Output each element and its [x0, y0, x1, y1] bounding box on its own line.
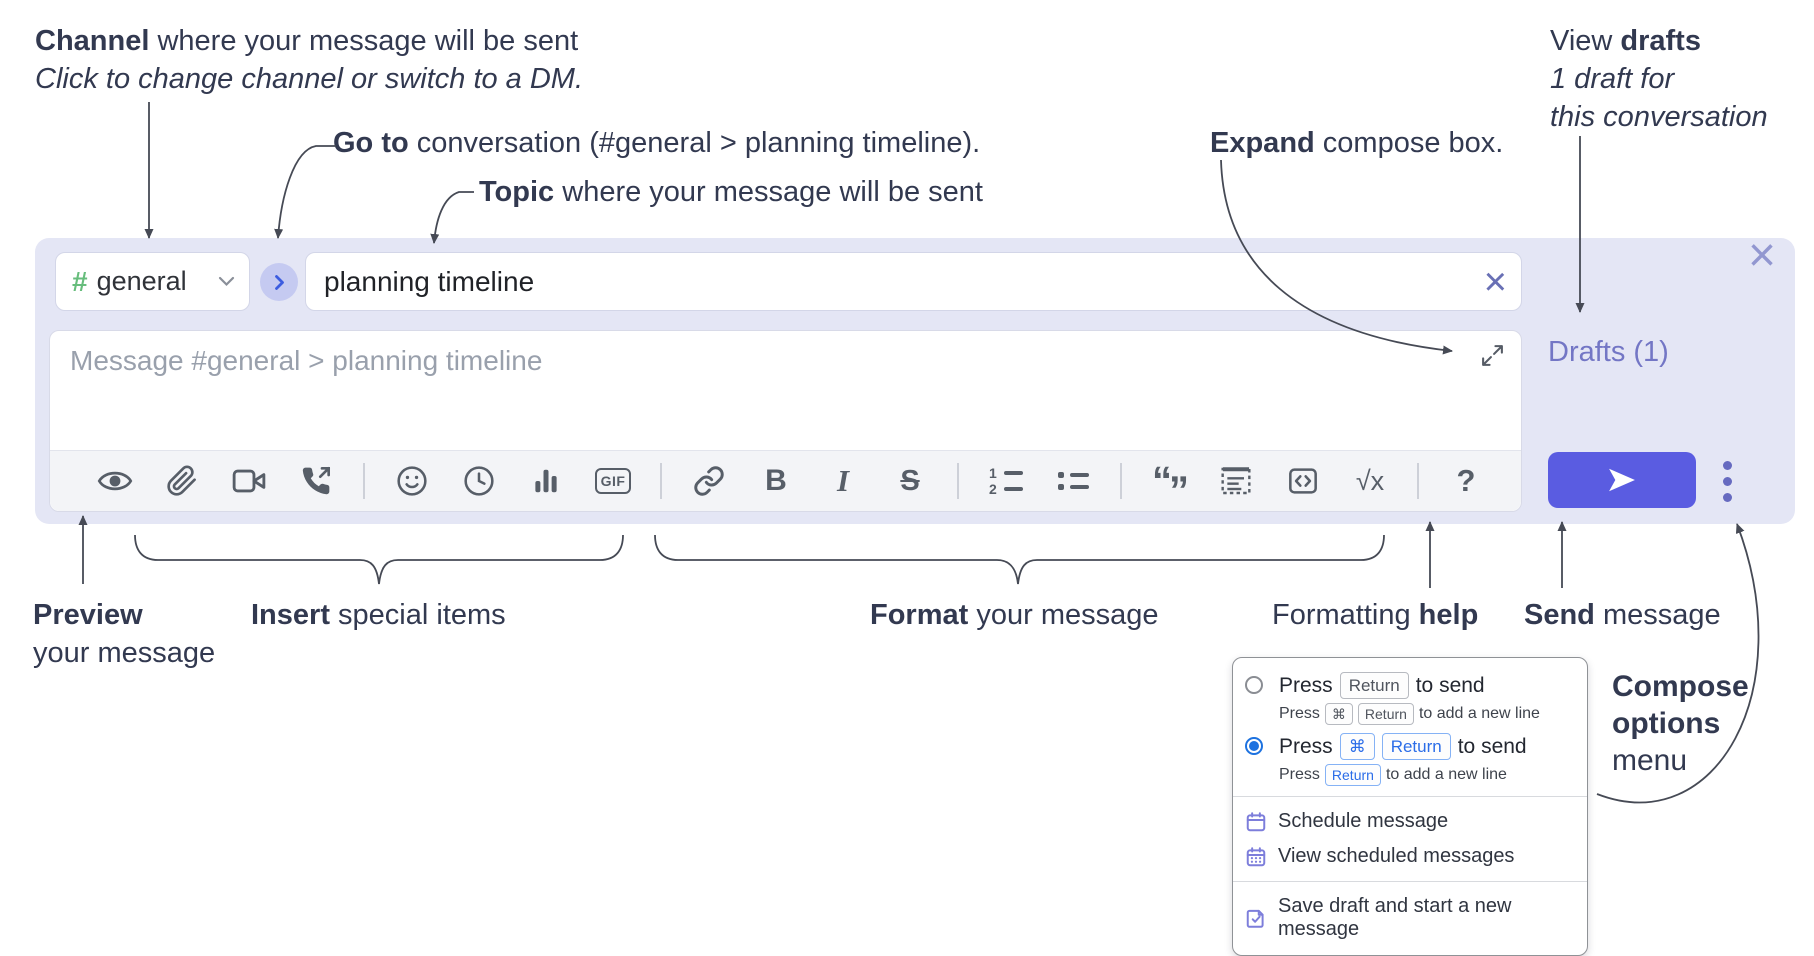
channel-name: general	[96, 266, 187, 296]
channel-note-line2: Click to change channel or switch to a D…	[35, 63, 584, 95]
numbered-list-icon[interactable]: 1 2	[986, 459, 1026, 503]
send-button[interactable]	[1548, 452, 1696, 508]
emoji-icon[interactable]	[392, 459, 432, 503]
formatting-help-icon[interactable]: ?	[1456, 463, 1476, 498]
kbd-return: Return	[1324, 764, 1381, 786]
clear-topic-icon[interactable]: ×	[1483, 259, 1507, 304]
poll-icon[interactable]	[526, 459, 566, 503]
link-icon[interactable]	[689, 459, 729, 503]
compose-box: # general planning timeline × Message #g…	[35, 232, 1795, 524]
kebab-dot	[1723, 493, 1732, 502]
kbd-return: Return	[1357, 703, 1414, 725]
message-placeholder: Message #general > planning timeline	[70, 345, 543, 376]
bulleted-list-icon[interactable]	[1053, 459, 1093, 503]
italic-icon[interactable]: I	[836, 463, 850, 498]
save-draft-icon	[1246, 909, 1264, 928]
format-brace	[654, 534, 1385, 585]
calendar-dots-icon	[1246, 846, 1266, 866]
menu-option-return-to-send[interactable]: Press Return to send Press ⌘ Return to a…	[1233, 667, 1587, 728]
attach-file-icon[interactable]	[162, 459, 202, 503]
format-note: Format your message	[870, 599, 1159, 631]
send-note: Send message	[1524, 599, 1721, 631]
topic-input[interactable]: planning timeline ×	[305, 252, 1522, 311]
compose-options-menu: Press Return to send Press ⌘ Return to a…	[1232, 657, 1588, 956]
preview-eye-icon[interactable]	[95, 459, 135, 503]
menu-item-view-scheduled-messages[interactable]: View scheduled messages	[1233, 839, 1587, 874]
kbd-cmd: ⌘	[1339, 733, 1375, 760]
math-icon[interactable]: √x	[1355, 465, 1385, 496]
chevron-down-icon	[218, 276, 235, 287]
preview-note: Preview your message	[33, 599, 216, 669]
toolbar-divider	[957, 463, 959, 499]
toolbar-divider	[363, 463, 365, 499]
channel-note-bold: Channel	[35, 25, 150, 57]
audio-call-icon[interactable]	[296, 459, 336, 503]
gif-icon[interactable]: GIF	[593, 459, 633, 503]
radio-selected-icon[interactable]	[1245, 737, 1263, 755]
close-compose-icon[interactable]: ×	[1748, 229, 1777, 282]
toolbar-divider	[1417, 463, 1419, 499]
view-drafts-note: View drafts 1 draft for this conversatio…	[1550, 25, 1768, 133]
bold-icon[interactable]: B	[765, 464, 787, 497]
calendar-icon	[1246, 811, 1266, 831]
channel-hash-icon: #	[72, 265, 88, 297]
channel-note: Channel where your message will be sent …	[35, 22, 583, 98]
time-icon[interactable]	[459, 459, 499, 503]
drafts-link[interactable]: Drafts (1)	[1548, 336, 1669, 368]
formatting-help-note: Formatting help	[1272, 599, 1479, 631]
expand-compose-icon[interactable]	[1480, 343, 1505, 373]
kbd-return: Return	[1381, 733, 1451, 760]
kebab-dot	[1723, 477, 1732, 486]
spoiler-icon[interactable]	[1216, 459, 1256, 503]
message-box[interactable]: Message #general > planning timeline	[49, 330, 1522, 512]
video-call-icon[interactable]	[229, 459, 269, 503]
topic-note: Topic where your message will be sent	[479, 176, 983, 208]
menu-divider	[1233, 796, 1587, 797]
compose-toolbar: GIF B I S 1 2 “”	[50, 450, 1521, 511]
radio-unselected-icon[interactable]	[1245, 676, 1263, 694]
kbd-cmd: ⌘	[1324, 703, 1353, 725]
go-to-conversation-button[interactable]	[260, 263, 298, 301]
topic-arrow	[430, 191, 474, 244]
insert-brace	[134, 534, 624, 585]
kbd-return: Return	[1339, 672, 1409, 699]
toolbar-divider	[1120, 463, 1122, 499]
menu-item-schedule-message[interactable]: Schedule message	[1233, 804, 1587, 839]
insert-note: Insert special items	[251, 599, 506, 631]
compose-options-menu-button[interactable]	[1723, 461, 1732, 502]
compose-options-note: Compose options menu	[1612, 670, 1749, 777]
channel-selector[interactable]: # general	[55, 252, 250, 311]
topic-value: planning timeline	[324, 265, 535, 297]
menu-option-cmd-return-to-send[interactable]: Press ⌘ Return to send Press Return to a…	[1233, 728, 1587, 789]
kebab-dot	[1723, 461, 1732, 470]
send-icon	[1609, 468, 1635, 492]
goto-arrow	[274, 145, 336, 239]
channel-note-rest: where your message will be sent	[149, 25, 579, 57]
toolbar-divider	[660, 463, 662, 499]
goto-note: Go to conversation (#general > planning …	[333, 127, 981, 159]
menu-divider	[1233, 881, 1587, 882]
chevron-right-icon	[274, 274, 284, 290]
code-icon[interactable]	[1283, 459, 1323, 503]
expand-note: Expand compose box.	[1210, 127, 1504, 159]
quote-icon[interactable]: “”	[1152, 459, 1189, 513]
strikethrough-icon[interactable]: S	[900, 464, 920, 497]
menu-item-save-draft[interactable]: Save draft and start a new message	[1233, 889, 1587, 947]
